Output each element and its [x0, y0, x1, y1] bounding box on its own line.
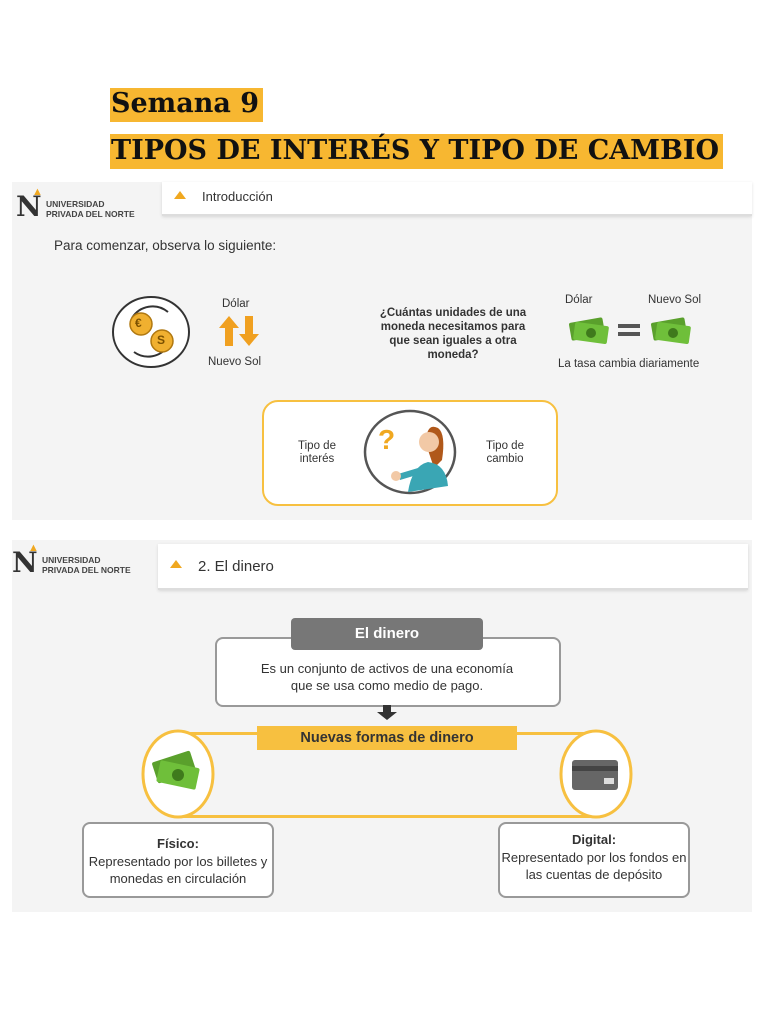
currency-exchange-icon [112, 296, 190, 368]
cash-icon [141, 729, 215, 819]
logo-accent-icon: ▲ [32, 186, 43, 198]
section-title: 2. El dinero [198, 558, 274, 575]
logo-line2: PRIVADA DEL NORTE [42, 565, 131, 575]
dinero-definition: Es un conjunto de activos de una economí… [260, 661, 514, 693]
page-title: TIPOS DE INTERÉS Y TIPO DE CAMBIO [110, 134, 724, 169]
section-bar: 2. El dinero [158, 544, 748, 590]
tipo-cambio-label: Tipo de cambio [486, 440, 524, 465]
dolar-label: Dólar [222, 298, 250, 310]
logo-letter: N [12, 546, 38, 579]
dolar-right-label: Dólar [565, 294, 593, 306]
logo-accent-icon: ▲ [28, 542, 39, 554]
money-icon [569, 317, 609, 345]
exchange-question: ¿Cuántas unidades de una moneda necesita… [379, 307, 527, 361]
euro-coin-label: € [135, 316, 142, 330]
digital-desc: Representado por los fondos en las cuent… [501, 850, 687, 882]
rate-note: La tasa cambia diariamente [558, 358, 700, 370]
week-heading: Semana 9 [110, 88, 264, 122]
digital-box [498, 822, 690, 898]
dinero-title: El dinero [291, 618, 483, 650]
fisico-title: Físico: [157, 836, 199, 851]
digital-title: Digital: [571, 832, 617, 847]
chevron-up-icon [170, 560, 182, 568]
fisico-desc: Representado por los billetes y monedas … [88, 854, 268, 886]
university-logo: N ▲ UNIVERSIDAD PRIVADA DEL NORTE [16, 186, 161, 228]
thinking-person-icon [363, 409, 457, 495]
intro-text: Para comenzar, observa lo siguiente: [54, 238, 277, 253]
card-icon [559, 729, 633, 819]
arrow-down-icon [377, 705, 397, 720]
nuevo-sol-label: Nuevo Sol [208, 356, 262, 368]
logo-line1: UNIVERSIDAD [46, 199, 105, 209]
slide-introduccion: N ▲ UNIVERSIDAD PRIVADA DEL NORTE Introd… [12, 182, 752, 520]
logo-letter: N [16, 190, 42, 223]
question-mark-icon: ? [378, 424, 396, 455]
section-bar: Introducción [162, 182, 752, 216]
money-equals-money-icon [569, 317, 691, 345]
nuevas-formas-title: Nuevas formas de dinero [257, 726, 517, 750]
slide-el-dinero: N ▲ UNIVERSIDAD PRIVADA DEL NORTE 2. El … [12, 540, 752, 912]
dollar-coin-label: S [157, 333, 166, 347]
university-logo: N ▲ UNIVERSIDAD PRIVADA DEL NORTE [12, 542, 157, 584]
nuevo-sol-right-label: Nuevo Sol [648, 294, 702, 306]
fisico-box [82, 822, 274, 898]
up-down-arrows-icon [219, 316, 259, 346]
chevron-up-icon [174, 191, 186, 199]
logo-line1: UNIVERSIDAD [42, 555, 101, 565]
logo-line2: PRIVADA DEL NORTE [46, 209, 135, 219]
tipo-interes-label: Tipo de interés [298, 440, 336, 465]
section-title: Introducción [202, 189, 273, 204]
